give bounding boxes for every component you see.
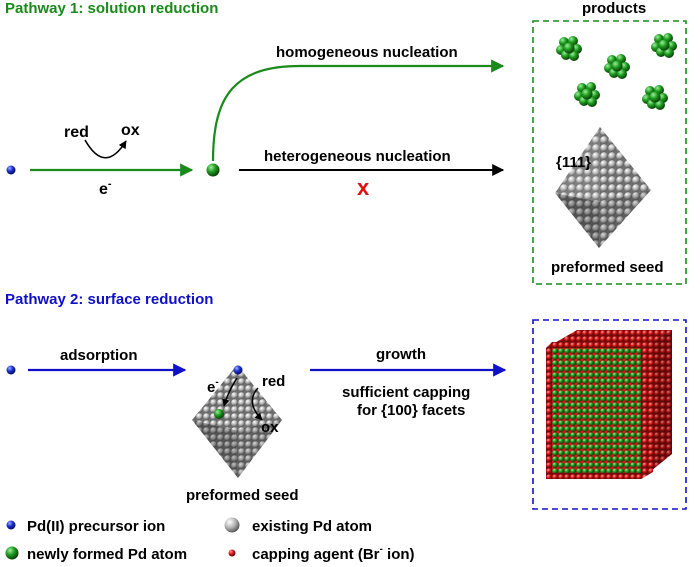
products-box bbox=[532, 20, 687, 285]
oxidant-label-2: ox bbox=[261, 419, 279, 436]
growth-label: growth bbox=[376, 346, 426, 363]
capping-line-2: for {100} facets bbox=[357, 402, 465, 419]
electron-label: e- bbox=[99, 178, 112, 198]
adsorbed-precursor-ion bbox=[233, 365, 243, 375]
electron-transfer-arrow bbox=[222, 377, 238, 407]
pd-cluster bbox=[651, 33, 677, 58]
pd-cluster bbox=[642, 85, 668, 110]
oxidant-label: ox bbox=[121, 122, 140, 139]
electron-label-2: e- bbox=[207, 377, 219, 396]
pd-cluster bbox=[574, 82, 600, 107]
homogeneous-arrow bbox=[211, 59, 505, 162]
surface-new-pd-atom bbox=[214, 409, 224, 419]
pathway2-title: Pathway 2: surface reduction bbox=[5, 291, 213, 308]
legend-existing-label: existing Pd atom bbox=[252, 518, 372, 535]
facet-111-label: {111} bbox=[556, 154, 591, 171]
redox-arrow-2 bbox=[251, 387, 263, 421]
legend-capping-swatch bbox=[228, 549, 236, 557]
octahedron-seed-small bbox=[192, 365, 282, 478]
products-label: products bbox=[582, 0, 646, 17]
legend-precursor-swatch bbox=[6, 520, 16, 530]
blocked-mark: x bbox=[357, 175, 370, 200]
heterogeneous-label: heterogeneous nucleation bbox=[264, 148, 451, 165]
legend-existing-swatch bbox=[224, 517, 240, 533]
precursor-ion-2 bbox=[6, 365, 16, 375]
precursor-ion bbox=[6, 165, 16, 175]
capped-cube bbox=[546, 330, 672, 479]
homogeneous-label: homogeneous nucleation bbox=[276, 44, 458, 61]
preformed-seed-label-2: preformed seed bbox=[186, 487, 299, 504]
legend-new-atom-label: newly formed Pd atom bbox=[27, 546, 187, 563]
octahedron-seed-large bbox=[555, 127, 651, 248]
legend-new-atom-swatch bbox=[5, 546, 19, 560]
adsorption-label: adsorption bbox=[60, 347, 138, 364]
legend-capping-label: capping agent (Br- ion) bbox=[252, 544, 415, 563]
pathway1-title: Pathway 1: solution reduction bbox=[5, 0, 218, 17]
redox-curved-arrow bbox=[84, 139, 127, 159]
capping-line-1: sufficient capping bbox=[342, 384, 470, 401]
new-pd-atom bbox=[206, 163, 220, 177]
reductant-label: red bbox=[64, 124, 89, 141]
legend-precursor-label: Pd(II) precursor ion bbox=[27, 518, 165, 535]
pd-cluster bbox=[556, 36, 582, 61]
reductant-label-2: red bbox=[262, 373, 285, 390]
preformed-seed-label-1: preformed seed bbox=[551, 259, 664, 276]
pd-cluster bbox=[604, 54, 630, 79]
